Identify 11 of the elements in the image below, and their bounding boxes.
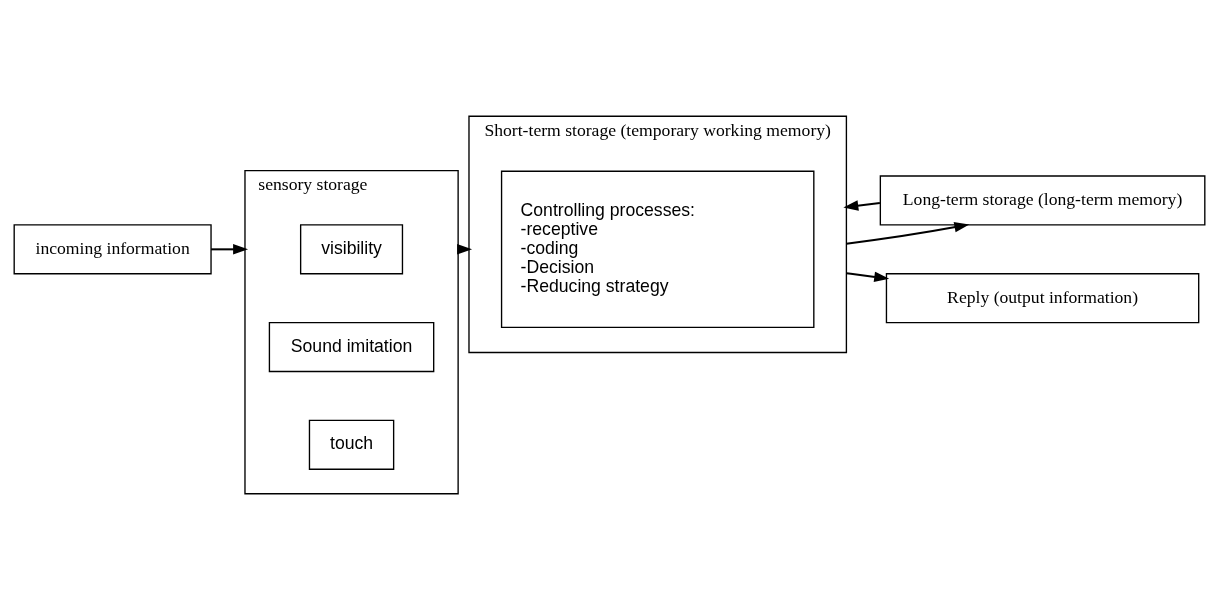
arrow [846,222,970,245]
arrow [846,271,890,283]
node-box: Long-term storage (long-term memory) [879,175,1206,226]
node-box: incoming information [13,224,212,275]
node-box: visibility [299,224,404,275]
arrow [211,244,249,255]
node-box: Controlling processes: -receptive -coding -Decision -Reducing strategy [500,170,815,329]
node-box: Sound imitation [268,321,435,373]
arrow [843,200,880,211]
node-box: touch [308,419,395,470]
node-box: Reply (output information) [885,273,1200,324]
